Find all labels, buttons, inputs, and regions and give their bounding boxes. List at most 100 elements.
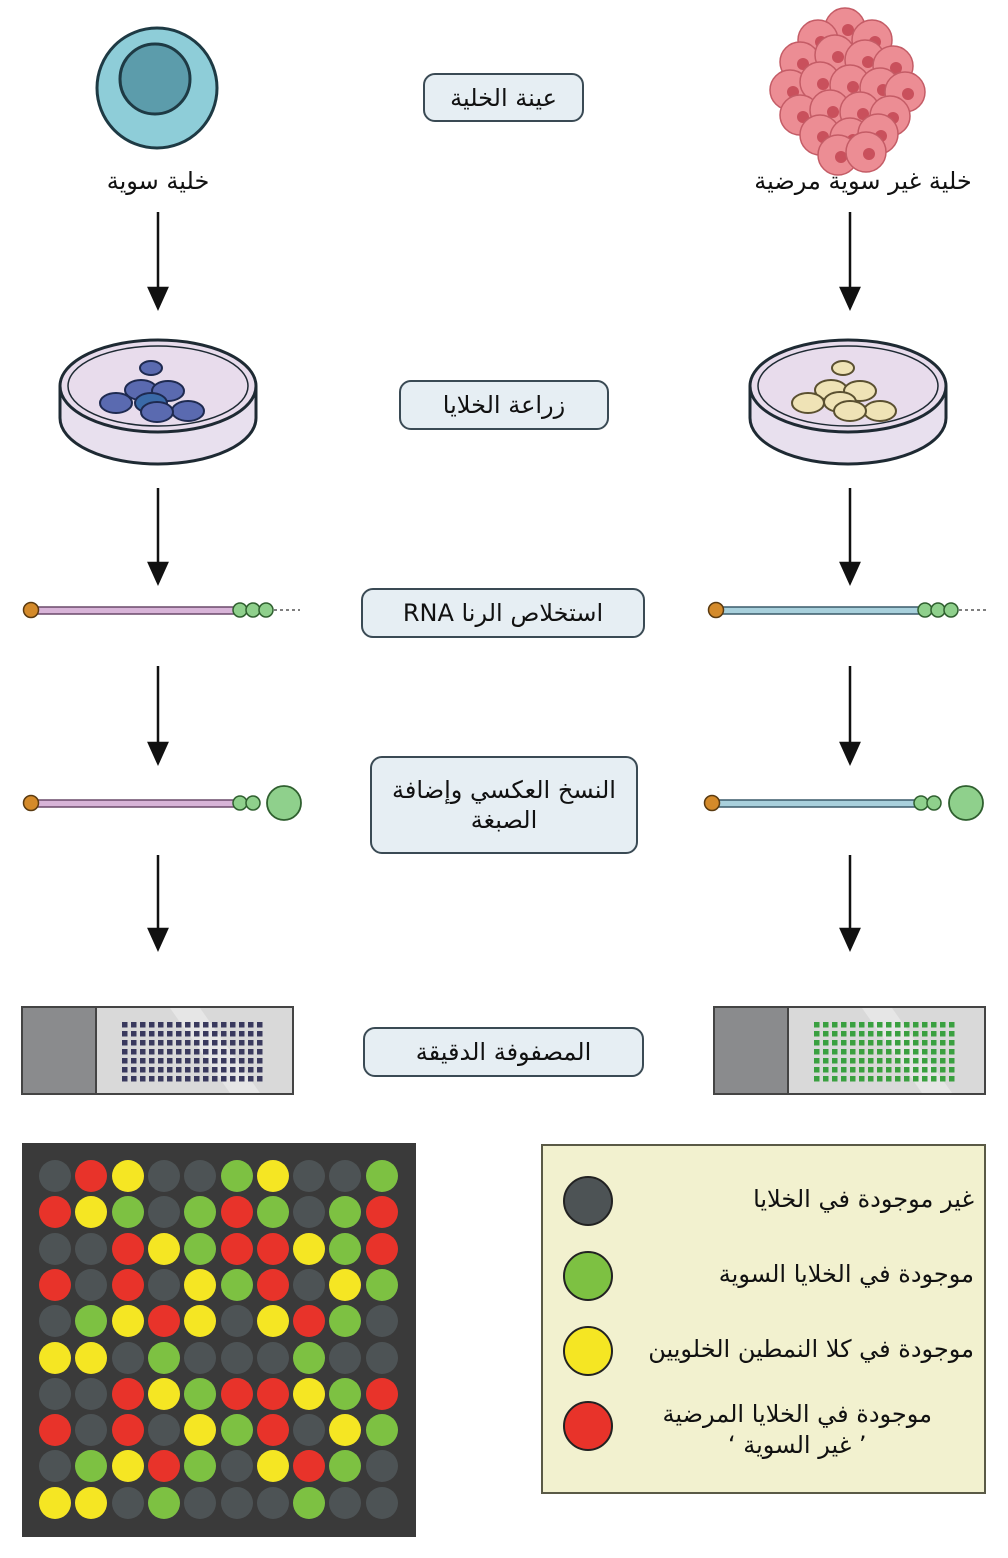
normal-rna-strand-icon — [22, 601, 300, 619]
grid-spot — [220, 1305, 253, 1338]
grid-spot — [220, 1341, 253, 1374]
grid-spot — [329, 1196, 362, 1229]
grid-spot — [184, 1377, 217, 1410]
legend-dot-icon — [563, 1401, 613, 1451]
grid-spot — [329, 1160, 362, 1192]
grid-spot — [75, 1232, 108, 1265]
arrow-down-icon — [839, 488, 861, 587]
grid-spot — [147, 1450, 180, 1483]
grid-spot — [75, 1341, 108, 1374]
arrow-down-icon — [147, 855, 169, 953]
grid-spot — [39, 1232, 71, 1265]
grid-spot — [365, 1305, 398, 1338]
grid-spot — [365, 1160, 398, 1192]
abnormal-microarray-slide-icon — [713, 1006, 986, 1095]
arrow-down-icon — [147, 212, 169, 312]
grid-spot — [293, 1450, 326, 1483]
grid-spot — [147, 1268, 180, 1301]
legend-item-normal: موجودة في الخلايا السوية — [543, 1251, 984, 1321]
grid-spot — [111, 1414, 144, 1447]
legend-label: موجودة في كلا النمطين الخلويين — [648, 1335, 974, 1363]
arrow-down-icon — [839, 666, 861, 767]
legend-label: موجودة في الخلايا المرضية ’ غير السوية ‘ — [662, 1400, 932, 1460]
grid-spot — [184, 1341, 217, 1374]
step-reverse-transcription: النسخ العكسي وإضافة الصبغة — [370, 756, 638, 854]
normal-microarray-slide-icon — [21, 1006, 294, 1095]
legend-dot-icon — [563, 1176, 613, 1226]
grid-spot — [256, 1414, 289, 1447]
grid-spot — [256, 1160, 289, 1192]
grid-spot — [293, 1486, 326, 1519]
grid-spot — [75, 1414, 108, 1447]
grid-spot — [220, 1414, 253, 1447]
grid-spot — [111, 1305, 144, 1338]
grid-spot — [365, 1486, 398, 1519]
grid-spot — [184, 1486, 217, 1519]
grid-spot — [220, 1160, 253, 1192]
grid-spot — [75, 1486, 108, 1519]
grid-spot — [111, 1232, 144, 1265]
normal-labeled-cdna-icon — [22, 785, 302, 821]
grid-spot — [39, 1305, 71, 1338]
grid-spot — [256, 1341, 289, 1374]
abnormal-rna-strand-icon — [707, 601, 988, 619]
grid-spot — [184, 1414, 217, 1447]
grid-spot — [365, 1232, 398, 1265]
normal-cell-label: خلية سوية — [106, 167, 210, 195]
step-cell-culture: زراعة الخلايا — [399, 380, 609, 430]
normal-cell-icon — [95, 26, 219, 150]
grid-spot — [329, 1414, 362, 1447]
legend-item-both: موجودة في كلا النمطين الخلويين — [543, 1326, 984, 1396]
grid-spot — [39, 1160, 71, 1192]
grid-spot — [220, 1268, 253, 1301]
abnormal-petri-dish-icon — [748, 338, 948, 466]
grid-spot — [256, 1486, 289, 1519]
grid-spot — [293, 1160, 326, 1192]
grid-spot — [220, 1232, 253, 1265]
legend-dot-icon — [563, 1326, 613, 1376]
abnormal-cell-cluster-icon — [769, 7, 926, 176]
grid-spot — [39, 1414, 71, 1447]
grid-spot — [220, 1450, 253, 1483]
grid-spot — [75, 1268, 108, 1301]
grid-spot — [365, 1196, 398, 1229]
grid-spot — [293, 1196, 326, 1229]
grid-spot — [39, 1377, 71, 1410]
grid-spot — [329, 1268, 362, 1301]
grid-spot — [75, 1377, 108, 1410]
grid-spot — [293, 1377, 326, 1410]
grid-spot — [184, 1160, 217, 1192]
grid-spot — [184, 1450, 217, 1483]
grid-spot — [75, 1450, 108, 1483]
grid-spot — [75, 1160, 108, 1192]
grid-spot — [365, 1341, 398, 1374]
grid-spot — [256, 1268, 289, 1301]
grid-spot — [111, 1196, 144, 1229]
grid-spot — [365, 1450, 398, 1483]
grid-spot — [329, 1450, 362, 1483]
grid-spot — [293, 1305, 326, 1338]
abnormal-cell-label: خلية غير سوية مرضية — [754, 167, 972, 195]
grid-spot — [147, 1232, 180, 1265]
grid-spot — [293, 1268, 326, 1301]
grid-spot — [329, 1232, 362, 1265]
grid-spot — [256, 1305, 289, 1338]
grid-spot — [329, 1305, 362, 1338]
arrow-down-icon — [839, 855, 861, 953]
legend-item-absent: غير موجودة في الخلايا — [543, 1176, 984, 1246]
grid-spot — [39, 1268, 71, 1301]
legend-item-disease: موجودة في الخلايا المرضية ’ غير السوية ‘ — [543, 1400, 984, 1471]
legend: غير موجودة في الخلايا موجودة في الخلايا … — [541, 1144, 986, 1494]
grid-spot — [111, 1268, 144, 1301]
grid-spot — [220, 1486, 253, 1519]
grid-spot — [293, 1232, 326, 1265]
grid-spot — [220, 1196, 253, 1229]
grid-spot — [293, 1341, 326, 1374]
grid-spot — [329, 1486, 362, 1519]
abnormal-labeled-cdna-icon — [703, 785, 984, 821]
grid-spot — [329, 1377, 362, 1410]
grid-spot — [147, 1377, 180, 1410]
step-cell-sample: عينة الخلية — [423, 73, 584, 122]
grid-spot — [256, 1377, 289, 1410]
grid-spot — [39, 1196, 71, 1229]
